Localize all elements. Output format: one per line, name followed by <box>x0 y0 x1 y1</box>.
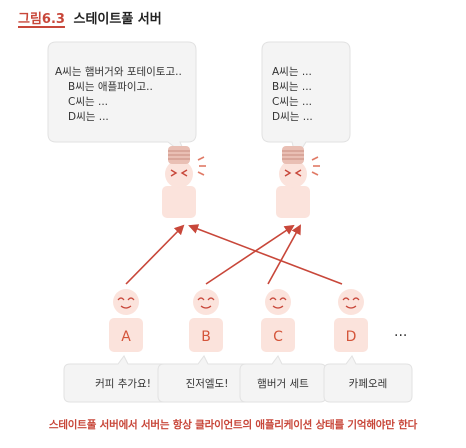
client-a: A <box>109 289 143 352</box>
client-body <box>334 318 368 352</box>
stress-marks-icon <box>197 156 206 176</box>
stress-marks-icon <box>311 156 320 176</box>
arrow-b-to-server-2 <box>205 224 295 285</box>
client-c: C <box>261 289 295 352</box>
server-2-memory-line: B씨는 ... <box>272 81 312 93</box>
client-b: B <box>189 289 223 352</box>
client-head <box>193 289 219 315</box>
server-1-memory-line: B씨는 애플파이고.. <box>68 81 153 93</box>
client-label: B <box>201 329 211 345</box>
server-1-memory-line: A씨는 햄버거와 포테이토고.. <box>55 66 182 78</box>
server-1-head <box>165 160 193 188</box>
client-d-order-bubble: 카페오레 <box>323 355 413 403</box>
client-b-order-bubble: 진저엘도! <box>157 355 257 403</box>
client-head <box>338 289 364 315</box>
server-1-figure <box>162 146 206 218</box>
client-head <box>265 289 291 315</box>
client-a-order-bubble: 커피 추가요! <box>63 355 183 403</box>
server-2-body <box>276 186 310 218</box>
arrow-a-to-server-1 <box>125 224 185 285</box>
headband-icon <box>168 146 190 164</box>
smiling-face-icon <box>197 297 215 309</box>
server-1-body <box>162 186 196 218</box>
server-2-memory-bubble: A씨는 ... B씨는 ... C씨는 ... D씨는 ... <box>261 41 351 160</box>
client-label: C <box>273 329 283 345</box>
figure-caption: 스테이트풀 서버에서 서버는 항상 클라이언트의 애플리케이션 상태를 기억해야… <box>48 419 418 431</box>
client-label: D <box>346 329 357 345</box>
client-body <box>261 318 295 352</box>
figure-header: 그림6.3 스테이트풀 서버 <box>18 8 162 27</box>
server-1-memory-bubble: A씨는 햄버거와 포테이토고.. B씨는 애플파이고.. C씨는 ... D씨는… <box>47 41 197 157</box>
client-body <box>189 318 223 352</box>
smiling-face-icon <box>269 297 287 309</box>
more-clients-ellipsis: ... <box>394 324 407 340</box>
server-2-head <box>279 160 307 188</box>
server-1-memory-line: D씨는 ... <box>68 111 109 123</box>
server-2-memory-line: C씨는 ... <box>272 96 312 108</box>
figure-title: 스테이트풀 서버 <box>73 12 162 27</box>
smiling-face-icon <box>117 297 135 309</box>
request-arrows <box>125 224 343 285</box>
server-2-memory-line: D씨는 ... <box>272 111 313 123</box>
client-label: A <box>121 329 131 345</box>
headband-icon <box>282 146 304 164</box>
client-c-order-bubble: 햄버거 세트 <box>239 355 327 403</box>
client-d: D <box>334 289 368 352</box>
order-text: 진저엘도! <box>186 377 229 390</box>
stressed-face-icon <box>170 169 188 177</box>
server-1-memory-line: C씨는 ... <box>68 96 108 108</box>
client-body <box>109 318 143 352</box>
client-head <box>113 289 139 315</box>
order-text: 커피 추가요! <box>95 378 151 390</box>
stressed-face-icon <box>284 169 302 177</box>
smiling-face-icon <box>342 297 360 309</box>
order-text: 햄버거 세트 <box>257 378 309 390</box>
figure-label: 그림6.3 <box>18 12 65 27</box>
arrow-c-to-server-2 <box>267 224 301 285</box>
order-text: 카페오레 <box>349 378 388 390</box>
arrow-d-to-server-1 <box>188 224 343 285</box>
server-2-figure <box>276 146 320 218</box>
server-2-memory-line: A씨는 ... <box>272 66 312 78</box>
